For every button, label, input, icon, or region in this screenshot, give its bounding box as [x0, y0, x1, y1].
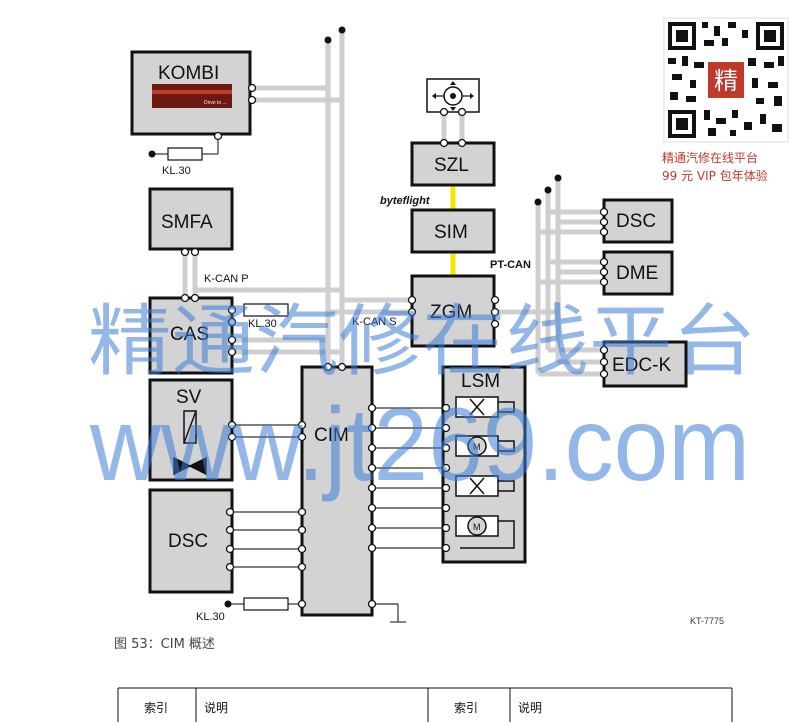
- promo-line-2: 99 元 VIP 包年体验: [662, 168, 768, 183]
- smfa-label: SMFA: [161, 212, 213, 233]
- ptcan-label: PT-CAN: [490, 259, 531, 271]
- table-header-index-1: 索引: [144, 701, 168, 715]
- svg-text:M: M: [473, 442, 481, 452]
- sim-label: SIM: [434, 222, 468, 243]
- zgm-label: ZGM: [430, 302, 472, 323]
- watermark-url: www.jt269.com: [89, 387, 750, 503]
- table-header-desc-2: 说明: [518, 700, 542, 715]
- cas-box[interactable]: [148, 296, 234, 375]
- promo-line-1: 精通汽修在线平台: [662, 150, 758, 165]
- wires: [182, 30, 604, 377]
- cas-label: CAS: [170, 324, 209, 345]
- kcan-s-label: K-CAN S: [352, 316, 397, 328]
- smfa-box[interactable]: [148, 187, 234, 251]
- kombi-display: [152, 84, 232, 108]
- lsm-label: LSM: [461, 371, 500, 392]
- figure-ref: KT-7775: [690, 616, 724, 626]
- byteflight-label: byteflight: [380, 195, 431, 207]
- cim-label: CIM: [314, 425, 349, 446]
- kl30-top-label: KL.30: [162, 165, 191, 177]
- lsm-motor-2: M: [455, 515, 499, 537]
- table-header-index-2: 索引: [454, 701, 478, 715]
- kombi-label: KOMBI: [158, 63, 219, 84]
- cim-box[interactable]: [300, 365, 374, 617]
- kcan-p-label: K-CAN P: [204, 273, 249, 285]
- dme-box[interactable]: [602, 250, 674, 296]
- sv-label: SV: [176, 387, 202, 408]
- sv-box[interactable]: [148, 378, 234, 482]
- szl-label: SZL: [434, 155, 469, 176]
- szl-box[interactable]: [410, 141, 496, 187]
- table-header-desc-1: 说明: [204, 700, 228, 715]
- watermark-chinese: 精通汽修在线平台: [88, 297, 756, 387]
- dme-label: DME: [616, 263, 658, 284]
- kombi-display-text: Drive to ...: [204, 100, 227, 106]
- edck-label: EDC-K: [612, 355, 671, 376]
- kl30-top-terminal: [148, 150, 156, 158]
- connector-pins: [180, 83, 609, 609]
- kl30-bottom-label: KL.30: [196, 611, 225, 623]
- valve-symbol: [173, 410, 207, 476]
- sim-box[interactable]: [410, 208, 496, 254]
- dsc-right-label: DSC: [616, 211, 656, 232]
- qr-badge-text: 精: [714, 67, 738, 95]
- lsm-cross-actuator-1: [455, 396, 499, 418]
- lsm-cross-actuator-2: [455, 475, 499, 497]
- index-table-header: 索引 说明 索引 说明: [117, 687, 733, 722]
- qr-code[interactable]: 精: [663, 17, 789, 143]
- kombi-display-band: [152, 90, 232, 94]
- steering-switch-symbol: [426, 78, 480, 113]
- bus-terminals: [324, 26, 562, 206]
- kl30-cas-label: KL.30: [248, 318, 277, 330]
- lsm-motor-1: M: [455, 435, 499, 457]
- dsc-left-label: DSC: [168, 531, 208, 552]
- svg-text:M: M: [473, 522, 481, 532]
- dsc-right-box[interactable]: [602, 198, 674, 244]
- kl30-bottom-terminal: [224, 600, 232, 608]
- dsc-left-box[interactable]: [148, 488, 234, 594]
- lsm-actuators: M M: [455, 396, 515, 549]
- kl30-resistors: [167, 147, 289, 611]
- figure-caption: 图 53：CIM 概述: [114, 637, 215, 652]
